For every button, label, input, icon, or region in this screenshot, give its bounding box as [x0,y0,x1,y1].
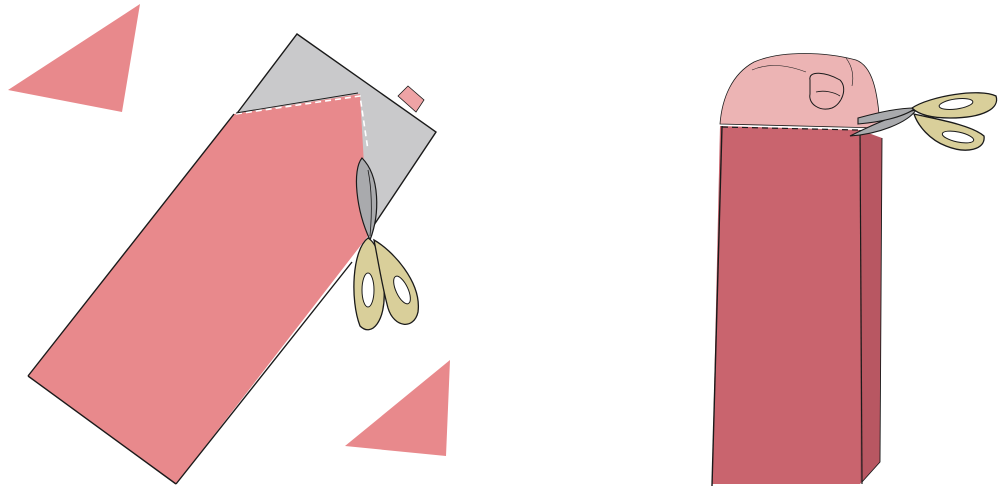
fabric-panel [28,94,368,484]
left-panel [8,4,450,484]
fabric-triangle-bottom [345,360,450,456]
fabric-tube-side [860,130,882,484]
fabric-triangle-top [8,4,140,112]
fabric-tube-body [712,126,860,484]
tube-gathered-top [720,54,880,129]
right-panel [712,54,997,487]
